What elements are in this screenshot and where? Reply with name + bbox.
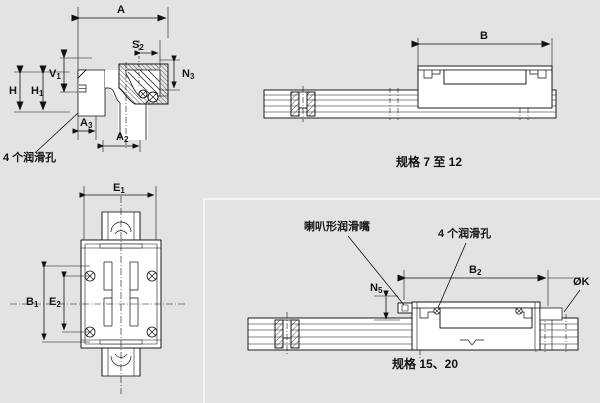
- dimension-label-H1: H1: [31, 85, 44, 98]
- dimension-label-E1: E1: [113, 182, 125, 195]
- dimension-label-OK: ØK: [573, 276, 590, 288]
- caption-size-7-12: 规格 7 至 12: [396, 155, 463, 169]
- view-side-15-20: [247, 235, 581, 360]
- caption-size-15-20: 规格 15、20: [392, 357, 459, 371]
- dimension-label-N5: N5: [370, 282, 383, 295]
- dimension-label-B1: B1: [26, 296, 39, 309]
- dimension-label-H: H: [9, 85, 17, 97]
- view-plan: [10, 186, 186, 394]
- dimension-label-B: B: [480, 30, 488, 42]
- dimension-label-A: A: [117, 4, 125, 16]
- dimension-label-V1: V1: [49, 68, 61, 81]
- dimension-label-A2: A2: [116, 131, 129, 144]
- view-cross-section: [14, 7, 180, 153]
- dimension-label-A3: A3: [80, 117, 93, 130]
- dimension-label-E2: E2: [49, 296, 61, 309]
- dimension-label-N3: N3: [182, 68, 195, 81]
- annotation-lubrication-holes-right: 4 个润滑孔: [438, 228, 492, 240]
- view-side-7-12: [263, 38, 557, 122]
- dimension-label-B2: B2: [469, 264, 482, 277]
- dimension-label-S2: S2: [132, 39, 144, 52]
- annotation-lubrication-holes-left: 4 个润滑孔: [3, 152, 57, 164]
- annotation-funnel-grease-nipple: 喇叭形润滑嘴: [304, 221, 370, 233]
